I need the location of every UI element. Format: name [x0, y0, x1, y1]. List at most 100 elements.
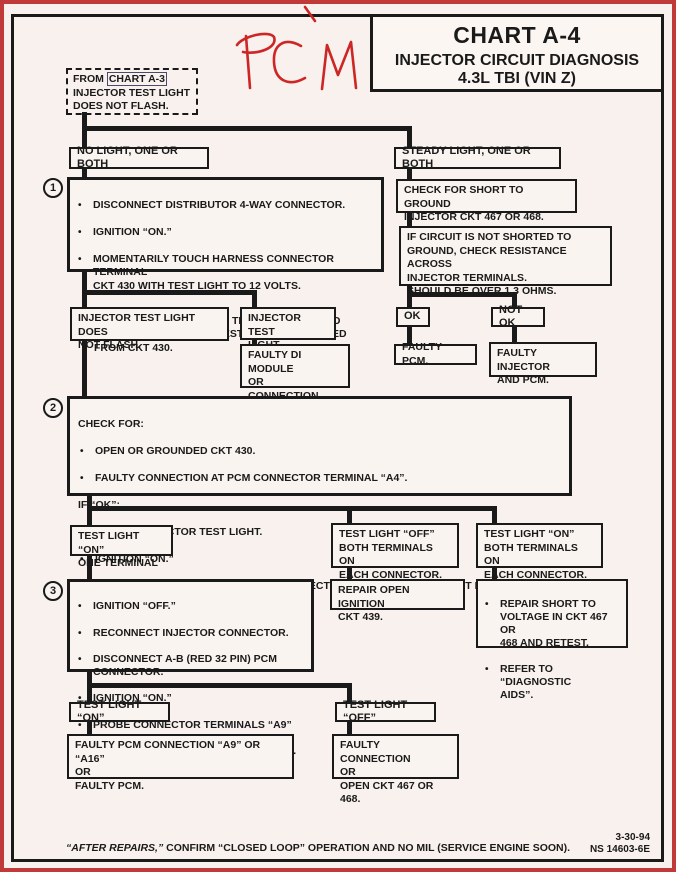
- test-light-on-one-terminal-box: TEST LIGHT “ON” ONE TERMINAL: [70, 525, 173, 569]
- faulty-pcm-box: FAULTY PCM.: [394, 341, 477, 367]
- step-instruction: FAULTY CONNECTION AT PCM CONNECTOR TERMI…: [95, 471, 408, 484]
- step-1-circle: 1: [43, 178, 63, 198]
- connector-line: [347, 683, 352, 703]
- step-instruction: IGNITION “ON.”: [93, 225, 172, 238]
- from-box-text: INJECTOR TEST LIGHT DOES NOT FLASH.: [73, 86, 191, 113]
- faulty-di-module-box: FAULTY DI MODULE OR CONNECTION.: [240, 344, 350, 402]
- test-light-not-flash-box: INJECTOR TEST LIGHT DOES NOT FLASH.: [70, 307, 229, 351]
- chart-subtitle: INJECTOR CIRCUIT DIAGNOSIS: [394, 52, 640, 69]
- chart-a3-reference: CHART A-3: [106, 72, 168, 86]
- test-light-off-both-box: TEST LIGHT “OFF” BOTH TERMINALS ON EACH …: [331, 523, 459, 581]
- connector-line: [407, 168, 412, 181]
- connector-line: [512, 326, 517, 343]
- bullet-icon: •: [78, 719, 82, 731]
- chart-title: CHART A-4: [453, 22, 581, 48]
- stray-pen-mark: [303, 5, 317, 23]
- connector-line: [87, 683, 352, 688]
- connector-line: [407, 326, 412, 345]
- test-light-on-result-box: TEST LIGHT “ON”: [69, 699, 170, 724]
- connector-line: [407, 211, 412, 226]
- revision-date: 3-30-94: [615, 832, 650, 843]
- connector-line: [347, 720, 352, 735]
- bullet-icon: •: [485, 664, 489, 675]
- faulty-connection-box: FAULTY CONNECTION OR OPEN CKT 467 OR 468…: [332, 734, 459, 805]
- step-instruction: RECONNECT INJECTOR CONNECTOR.: [93, 626, 289, 639]
- if-circuit-box: IF CIRCUIT IS NOT SHORTED TO GROUND, CHE…: [399, 226, 612, 297]
- step-2-circle: 2: [43, 398, 63, 418]
- chart-engine-spec: 4.3L TBI (VIN Z): [458, 70, 576, 87]
- connector-line: [512, 292, 517, 309]
- connector-line: [252, 338, 257, 346]
- step-instruction: REPAIR SHORT TO VOLTAGE IN CKT 467 OR 46…: [500, 598, 608, 649]
- step-instruction: REFER TO “DIAGNOSTIC AIDS”.: [500, 663, 572, 701]
- faulty-injector-pcm-box: FAULTY INJECTOR AND PCM.: [489, 342, 597, 386]
- no-light-branch-box: NO LIGHT, ONE OR BOTH: [69, 145, 209, 170]
- check-short-box: CHECK FOR SHORT TO GROUND INJECTOR CKT 4…: [396, 179, 577, 223]
- repair-open-ignition-box: REPAIR OPEN IGNITION CKT 439.: [330, 579, 465, 623]
- bullet-icon: •: [78, 199, 82, 211]
- bullet-icon: •: [78, 553, 95, 567]
- bullet-icon: •: [78, 601, 82, 612]
- connector-line: [347, 506, 352, 525]
- faulty-pcm-connection-box: FAULTY PCM CONNECTION “A9” OR “A16” OR F…: [67, 734, 294, 792]
- bullet-icon: •: [78, 654, 82, 665]
- bullet-icon: •: [78, 627, 82, 639]
- connector-line: [82, 126, 87, 149]
- chart-title-box: CHART A-4 INJECTOR CIRCUIT DIAGNOSIS 4.3…: [370, 14, 664, 92]
- after-repairs-rest: CONFIRM “CLOSED LOOP” OPERATION AND NO M…: [163, 842, 571, 854]
- pcm-letter-c: [272, 40, 307, 84]
- not-ok-box: NOT OK: [491, 304, 545, 329]
- bullet-icon: •: [80, 472, 84, 484]
- step-instruction: IGNITION “OFF.”: [93, 600, 176, 612]
- bullet-icon: •: [78, 693, 82, 704]
- connector-line: [82, 290, 257, 295]
- connector-line: [87, 494, 92, 509]
- connector-line: [407, 126, 412, 149]
- from-chart-a3-box: FROM CHART A-3 INJECTOR TEST LIGHT DOES …: [66, 68, 198, 115]
- connector-line: [87, 506, 92, 527]
- after-repairs-note: “AFTER REPAIRS,” CONFIRM “CLOSED LOOP” O…: [66, 842, 606, 854]
- connector-line: [347, 567, 352, 580]
- step-condition: IF “OK”:: [78, 498, 120, 511]
- step-3-box: • IGNITION “OFF.” • RECONNECT INJECTOR CON…: [67, 579, 314, 757]
- step-2-box: CHECK FOR: • OPEN OR GROUNDED CKT 430. • F…: [67, 396, 572, 605]
- bullet-icon: •: [78, 253, 82, 265]
- step-instruction: DISCONNECT DISTRIBUTOR 4-WAY CONNECTOR.: [93, 198, 346, 211]
- handwritten-pcm-annotation: [235, 5, 358, 91]
- document-number: NS 14603-6E: [589, 844, 650, 855]
- connector-line: [87, 555, 92, 580]
- step-instruction: DISCONNECT A-B (RED 32 PIN) PCM CONNECTO…: [93, 653, 277, 678]
- step-instruction: IGNITION “ON.”: [93, 692, 172, 704]
- step-1-box: • DISCONNECT DISTRIBUTOR 4-WAY CONNECTOR.…: [67, 177, 384, 354]
- connector-line: [82, 112, 87, 131]
- connector-line: [87, 720, 92, 735]
- page-frame-border: [11, 14, 664, 862]
- connector-line: [82, 339, 87, 397]
- pcm-letter-p: [244, 34, 252, 90]
- ok-box: OK: [396, 307, 430, 327]
- connector-line: [492, 506, 497, 525]
- bullet-icon: •: [78, 226, 82, 238]
- step-intro: CHECK FOR:: [78, 417, 144, 430]
- connector-line: [87, 683, 92, 703]
- test-light-on-both-box: TEST LIGHT “ON” BOTH TERMINALS ON EACH C…: [476, 523, 603, 581]
- test-light-off-result-box: TEST LIGHT “OFF”: [335, 699, 436, 724]
- repair-short-voltage-box: • REPAIR SHORT TO VOLTAGE IN CKT 467 OR 4…: [476, 579, 628, 701]
- pcm-letter-p-bowl: [235, 32, 276, 54]
- connector-line: [492, 567, 497, 580]
- connector-line: [407, 283, 412, 296]
- connector-line: [407, 292, 412, 309]
- bullet-icon: •: [485, 599, 489, 610]
- connector-line: [252, 290, 257, 309]
- step-instruction: OPEN OR GROUNDED CKT 430.: [95, 444, 256, 457]
- connector-line: [82, 168, 87, 179]
- after-repairs-italic: “AFTER REPAIRS,”: [66, 842, 164, 854]
- document-code-block: 3-30-94 NS 14603-6E: [590, 832, 650, 856]
- connector-line: [87, 506, 497, 511]
- step-instruction: MOMENTARILY TOUCH HARNESS CONNECTOR TERM…: [93, 252, 334, 292]
- pcm-letter-m: [320, 40, 358, 91]
- steady-light-branch-box: STEADY LIGHT, ONE OR BOTH: [394, 145, 561, 170]
- connector-line: [82, 126, 412, 131]
- test-light-flashes-box: INJECTOR TEST LIGHT FLASHES.: [240, 307, 336, 365]
